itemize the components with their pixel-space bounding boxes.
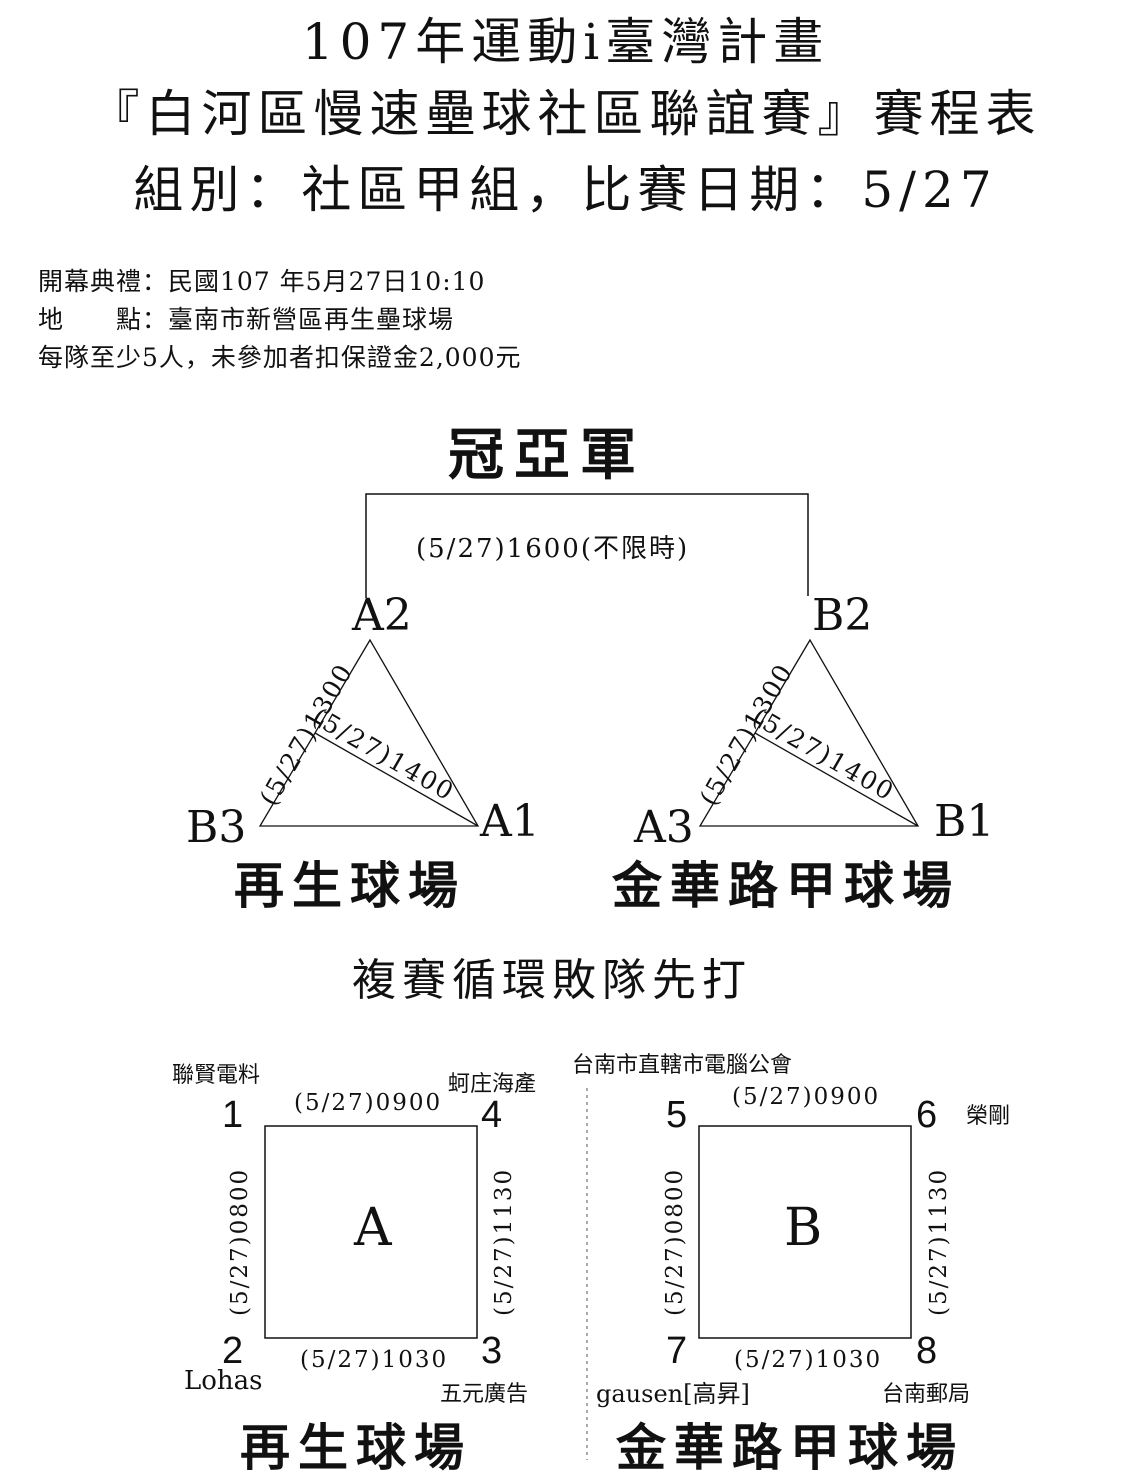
group-a-time-bottom: (5/27)1030: [300, 1347, 449, 1373]
team-8: 台南郵局: [882, 1382, 971, 1407]
semifinal-note: 複賽循環敗隊先打: [352, 955, 752, 1006]
title-line-1: 107年運動i臺灣計畫: [301, 13, 830, 71]
node-a2: A2: [352, 590, 412, 641]
team-2: Lohas: [184, 1366, 263, 1396]
title-line-2: 『白河區慢速壘球社區聯誼賽』賽程表: [89, 85, 1042, 143]
group-b-time-right: (5/27)1130: [926, 1167, 952, 1316]
seed-2: 2: [222, 1330, 244, 1372]
group-a-time-top: (5/27)0900: [294, 1090, 443, 1116]
team-3: 五元廣告: [440, 1382, 529, 1407]
seed-3: 3: [481, 1330, 503, 1372]
left-venue: 再生球場: [234, 857, 466, 915]
team-7: gausen[高昇]: [596, 1380, 750, 1408]
node-a1: A1: [480, 796, 540, 847]
group-b-venue: 金華路甲球場: [616, 1419, 964, 1477]
final-title: 冠亞軍: [448, 423, 646, 488]
team-4: 蚵庄海產: [448, 1072, 537, 1097]
seed-7: 7: [666, 1330, 688, 1372]
node-b3: B3: [186, 802, 247, 853]
opening-ceremony: 開幕典禮：民國107 年5月27日10:10: [38, 267, 486, 296]
seed-4: 4: [481, 1094, 503, 1136]
seed-1: 1: [222, 1094, 244, 1136]
team-1: 聯賢電料: [172, 1063, 261, 1088]
group-b-label: B: [784, 1198, 823, 1258]
group-a-venue: 再生球場: [240, 1419, 472, 1477]
group-b-time-top: (5/27)0900: [732, 1084, 881, 1110]
group-b-time-bottom: (5/27)1030: [734, 1347, 883, 1373]
team-rule: 每隊至少5人，未參加者扣保證金2,000元: [38, 343, 522, 372]
seed-5: 5: [666, 1094, 688, 1136]
seed-6: 6: [916, 1094, 938, 1136]
team-5: 台南市直轄市電腦公會: [572, 1053, 793, 1078]
group-a-label: A: [354, 1198, 392, 1258]
final-time: (5/27)1600(不限時): [416, 534, 690, 564]
node-b1: B1: [934, 796, 995, 847]
node-b2: B2: [812, 590, 873, 641]
seed-8: 8: [916, 1330, 938, 1372]
group-a-time-left: (5/27)0800: [227, 1167, 253, 1316]
title-line-3: 組別：社區甲組，比賽日期：5/27: [133, 161, 998, 219]
venue-location: 地 點：臺南市新營區再生壘球場: [38, 305, 455, 334]
group-b-time-left: (5/27)0800: [662, 1167, 688, 1316]
team-6: 榮剛: [966, 1104, 1011, 1129]
right-venue: 金華路甲球場: [612, 857, 960, 915]
node-a3: A3: [634, 802, 694, 853]
group-a-time-right: (5/27)1130: [491, 1167, 517, 1316]
